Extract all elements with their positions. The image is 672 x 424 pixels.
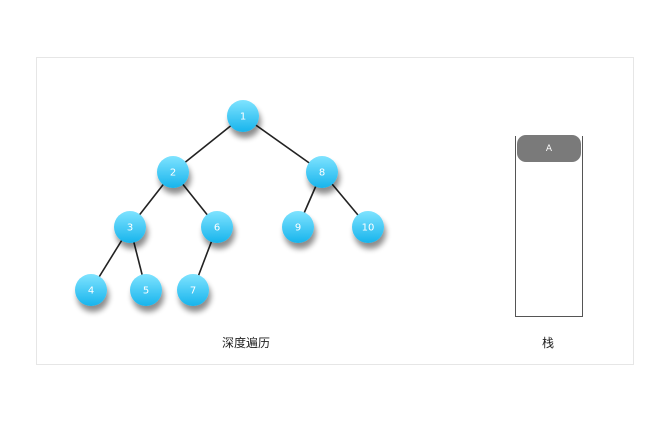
tree-edges	[90, 115, 369, 291]
tree-node-circle	[201, 211, 233, 243]
stack-item: A	[517, 135, 581, 162]
tree-node-circle	[282, 211, 314, 243]
tree-node-circle	[352, 211, 384, 243]
tree-node-10: 10	[352, 211, 384, 243]
tree-node-9: 9	[282, 211, 314, 243]
tree-node-circle	[227, 100, 259, 132]
stack-container	[515, 136, 583, 317]
tree-caption: 深度遍历	[222, 336, 271, 350]
tree-node-label: 8	[319, 168, 325, 179]
tree-node-label: 6	[214, 223, 220, 234]
tree-edge-n1-n8	[242, 115, 323, 173]
tree-nodes: 1 2 8 3 6 9 10 4 5 7	[75, 100, 384, 306]
tree-node-label: 4	[88, 286, 94, 297]
tree-node-7: 7	[177, 274, 209, 306]
diagram-panel	[36, 57, 634, 365]
tree-node-circle	[75, 274, 107, 306]
tree-node-circle	[130, 274, 162, 306]
tree-node-8: 8	[306, 156, 338, 188]
tree-node-label: 2	[170, 168, 176, 179]
tree-node-circle	[306, 156, 338, 188]
tree-node-label: 3	[127, 223, 133, 234]
tree-node-circle	[177, 274, 209, 306]
tree-node-label: 1	[240, 112, 246, 123]
tree-node-circle	[157, 156, 189, 188]
tree-node-circle	[114, 211, 146, 243]
tree-node-label: 7	[190, 286, 196, 297]
tree-node-4: 4	[75, 274, 107, 306]
tree-node-3: 3	[114, 211, 146, 243]
tree-node-1: 1	[227, 100, 259, 132]
tree-node-2: 2	[157, 156, 189, 188]
stack-caption: 栈	[542, 336, 555, 350]
tree-node-label: 9	[295, 223, 301, 234]
tree-node-label: 10	[362, 223, 375, 234]
tree-node-5: 5	[130, 274, 162, 306]
tree-node-6: 6	[201, 211, 233, 243]
tree-node-label: 5	[143, 286, 149, 297]
